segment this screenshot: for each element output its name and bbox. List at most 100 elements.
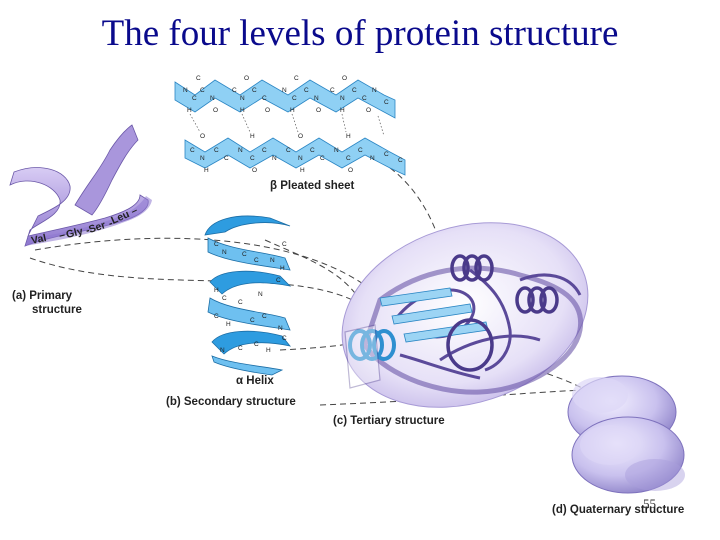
alpha-helix-label: α Helix [236, 375, 274, 387]
svg-text:N: N [222, 249, 227, 256]
svg-text:H: H [266, 347, 271, 354]
svg-text:C: C [352, 87, 357, 94]
svg-text:C: C [286, 147, 291, 154]
svg-text:C: C [262, 95, 267, 102]
svg-text:N: N [340, 95, 345, 102]
svg-text:N: N [314, 95, 319, 102]
svg-text:H: H [187, 107, 192, 114]
svg-text:C: C [214, 313, 219, 320]
svg-text:H: H [240, 107, 245, 114]
svg-text:N: N [334, 147, 339, 154]
svg-text:C: C [222, 295, 227, 302]
svg-text:C: C [196, 75, 201, 82]
svg-text:N: N [220, 347, 225, 354]
svg-text:C: C [250, 317, 255, 324]
svg-text:N: N [298, 155, 303, 162]
primary-residue-gly: Gly [65, 225, 84, 241]
svg-text:H: H [226, 321, 231, 328]
svg-text:C: C [346, 155, 351, 162]
primary-structure-ribbon: Val – Gly - Ser - Leu – [9, 124, 152, 247]
svg-text:C: C [190, 147, 195, 154]
svg-text:H: H [290, 107, 295, 114]
quaternary-structure-label: (d) Quaternary structure [552, 504, 685, 516]
svg-text:C: C [224, 155, 229, 162]
svg-text:C: C [250, 155, 255, 162]
svg-text:O: O [298, 133, 303, 140]
primary-residue-ser: Ser [87, 219, 107, 236]
connector-primary-to-tertiary-1 [34, 237, 379, 296]
svg-text:C: C [384, 99, 389, 106]
svg-text:C: C [304, 87, 309, 94]
svg-text:N: N [270, 257, 275, 264]
slide-title: The four levels of protein structure [101, 13, 619, 54]
primary-structure-label: (a) Primary structure [12, 290, 82, 316]
svg-text:C: C [282, 241, 287, 248]
svg-text:C: C [384, 151, 389, 158]
svg-text:O: O [252, 167, 257, 174]
svg-text:C: C [358, 147, 363, 154]
svg-text:N: N [200, 155, 205, 162]
svg-text:H: H [204, 167, 209, 174]
svg-text:H: H [280, 265, 285, 272]
connector-helix-to-tertiary-1 [264, 239, 361, 301]
tertiary-structure [341, 222, 589, 408]
svg-text:C: C [254, 257, 259, 264]
svg-text:C: C [330, 87, 335, 94]
svg-text:C: C [398, 157, 403, 164]
svg-text:H: H [214, 287, 219, 294]
page-number: 55 [643, 496, 656, 511]
svg-text:N: N [258, 291, 263, 298]
svg-text:N: N [210, 95, 215, 102]
svg-text:C: C [254, 341, 259, 348]
svg-text:C: C [238, 299, 243, 306]
svg-text:N: N [372, 87, 377, 94]
secondary-structure-label: (b) Secondary structure [166, 396, 296, 408]
svg-text:C: C [320, 155, 325, 162]
tertiary-structure-label: (c) Tertiary structure [333, 415, 445, 427]
svg-text:-: - [107, 217, 115, 230]
svg-text:C: C [292, 95, 297, 102]
svg-text:H: H [346, 133, 351, 140]
svg-text:H: H [340, 107, 345, 114]
svg-text:C: C [362, 95, 367, 102]
svg-text:C: C [242, 251, 247, 258]
svg-text:C: C [282, 335, 287, 342]
svg-text:C: C [276, 277, 281, 284]
svg-text:C: C [238, 345, 243, 352]
svg-text:N: N [240, 95, 245, 102]
svg-text:H: H [300, 167, 305, 174]
svg-text:C: C [294, 75, 299, 82]
svg-text:C: C [214, 241, 219, 248]
svg-text:C: C [262, 313, 267, 320]
svg-text:N: N [183, 87, 188, 94]
svg-text:C: C [200, 87, 205, 94]
svg-text:O: O [342, 75, 347, 82]
svg-text:C: C [262, 147, 267, 154]
svg-text:N: N [282, 87, 287, 94]
svg-text:O: O [200, 133, 205, 140]
svg-text:N: N [278, 325, 283, 332]
svg-text:O: O [265, 107, 270, 114]
primary-residue-val: Val [30, 232, 47, 247]
svg-text:N: N [272, 155, 277, 162]
svg-text:–: – [129, 204, 140, 217]
svg-text:C: C [214, 147, 219, 154]
svg-text:C: C [252, 87, 257, 94]
svg-text:O: O [213, 107, 218, 114]
svg-text:C: C [192, 95, 197, 102]
svg-text:H: H [250, 133, 255, 140]
svg-text:–: – [58, 229, 67, 242]
svg-text:O: O [348, 167, 353, 174]
quaternary-structure [567, 375, 685, 494]
svg-text:C: C [232, 87, 237, 94]
svg-text:N: N [238, 147, 243, 154]
svg-text:N: N [370, 155, 375, 162]
svg-text:C: C [310, 147, 315, 154]
svg-text:O: O [244, 75, 249, 82]
pleated-sheet-label: β Pleated sheet [270, 180, 355, 192]
svg-text:O: O [366, 107, 371, 114]
svg-text:O: O [316, 107, 321, 114]
